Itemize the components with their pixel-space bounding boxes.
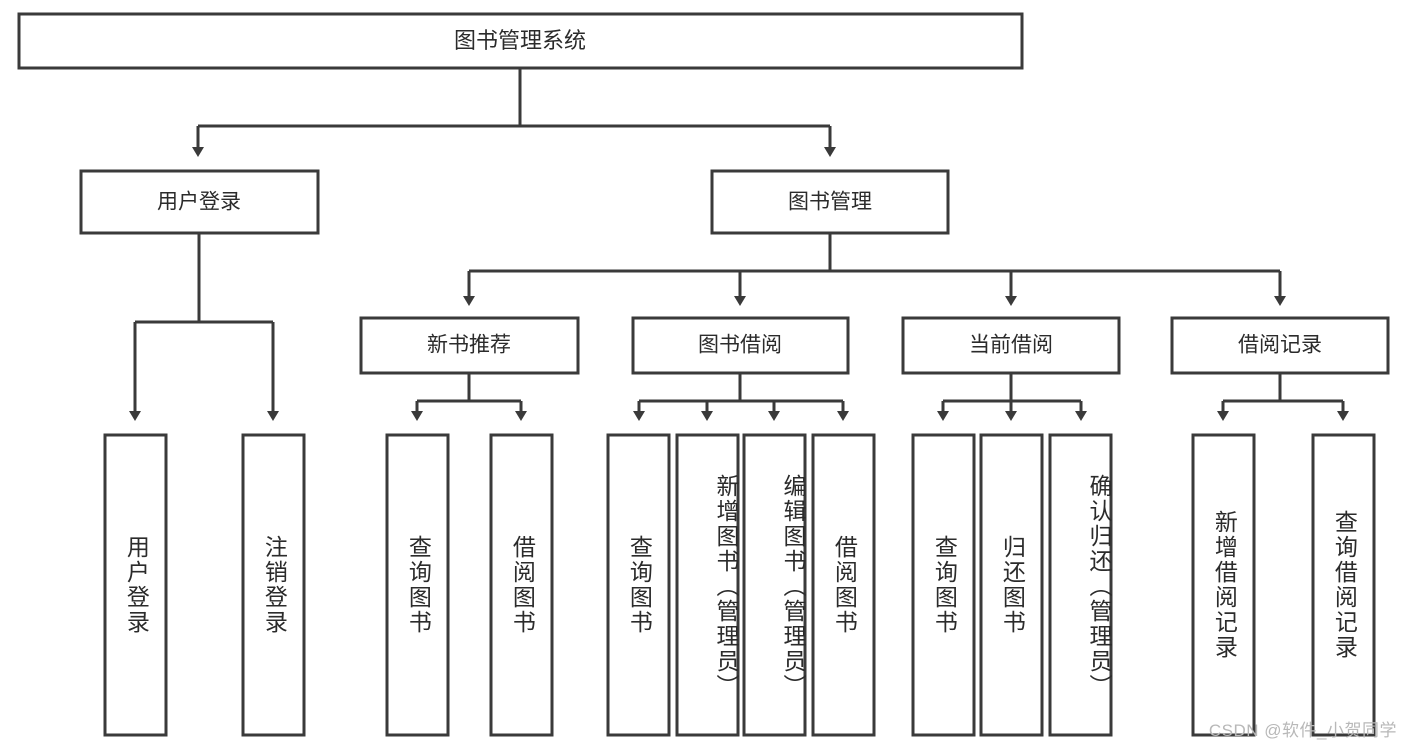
connector-current-borrow-to-leaves [937, 373, 1087, 421]
node-book-management-label: 图书管理 [788, 191, 872, 214]
leaf-query-book-1-box[interactable] [385, 433, 450, 737]
leaf-borrow-book-2-box[interactable] [811, 433, 876, 737]
node-root[interactable]: 图书管理系统 [17, 12, 1024, 70]
node-new-book-recommend-box [359, 316, 580, 375]
leaf-return-book-box[interactable] [979, 433, 1044, 737]
node-root-label: 图书管理系统 [454, 28, 586, 53]
node-book-borrow[interactable]: 图书借阅 [631, 316, 850, 375]
connector-book-management-to-level3 [463, 233, 1286, 306]
node-current-borrow-label: 当前借阅 [969, 334, 1053, 357]
node-book-management[interactable]: 图书管理 [710, 169, 950, 235]
node-current-borrow-box [901, 316, 1121, 375]
leaf-edit-book-box[interactable] [742, 433, 807, 737]
leaf-logout-box[interactable] [241, 433, 306, 737]
node-book-borrow-label: 图书借阅 [698, 334, 782, 357]
node-new-book-recommend[interactable]: 新书推荐 [359, 316, 580, 375]
node-user-login[interactable]: 用户登录 [79, 169, 320, 235]
leaf-query-book-3-box[interactable] [911, 433, 976, 737]
node-user-login-label: 用户登录 [157, 191, 241, 214]
node-root-box [17, 12, 1024, 70]
connector-book-borrow-to-leaves [633, 373, 849, 421]
node-borrow-record-label: 借阅记录 [1238, 334, 1322, 357]
node-borrow-record[interactable]: 借阅记录 [1170, 316, 1390, 375]
leaf-borrow-book-1-box[interactable] [489, 433, 554, 737]
node-user-login-box [79, 169, 320, 235]
leaf-confirm-return-box[interactable] [1048, 433, 1113, 737]
leaf-query-book-2-box[interactable] [606, 433, 671, 737]
leaf-user-login-box[interactable] [103, 433, 168, 737]
watermark-text: CSDN @软件_小贺同学 [1208, 721, 1397, 740]
connector-borrow-record-to-leaves [1217, 373, 1349, 421]
connector-new-book-recommend-to-leaves [411, 373, 527, 421]
node-current-borrow[interactable]: 当前借阅 [901, 316, 1121, 375]
leaf-add-book-box[interactable] [675, 433, 740, 737]
leaf-add-record-box[interactable] [1191, 433, 1256, 737]
leaf-query-record-box[interactable] [1311, 433, 1376, 737]
connector-root-to-level2 [192, 68, 836, 157]
node-new-book-recommend-label: 新书推荐 [427, 334, 511, 357]
connector-user-login-to-leaves [129, 233, 279, 421]
